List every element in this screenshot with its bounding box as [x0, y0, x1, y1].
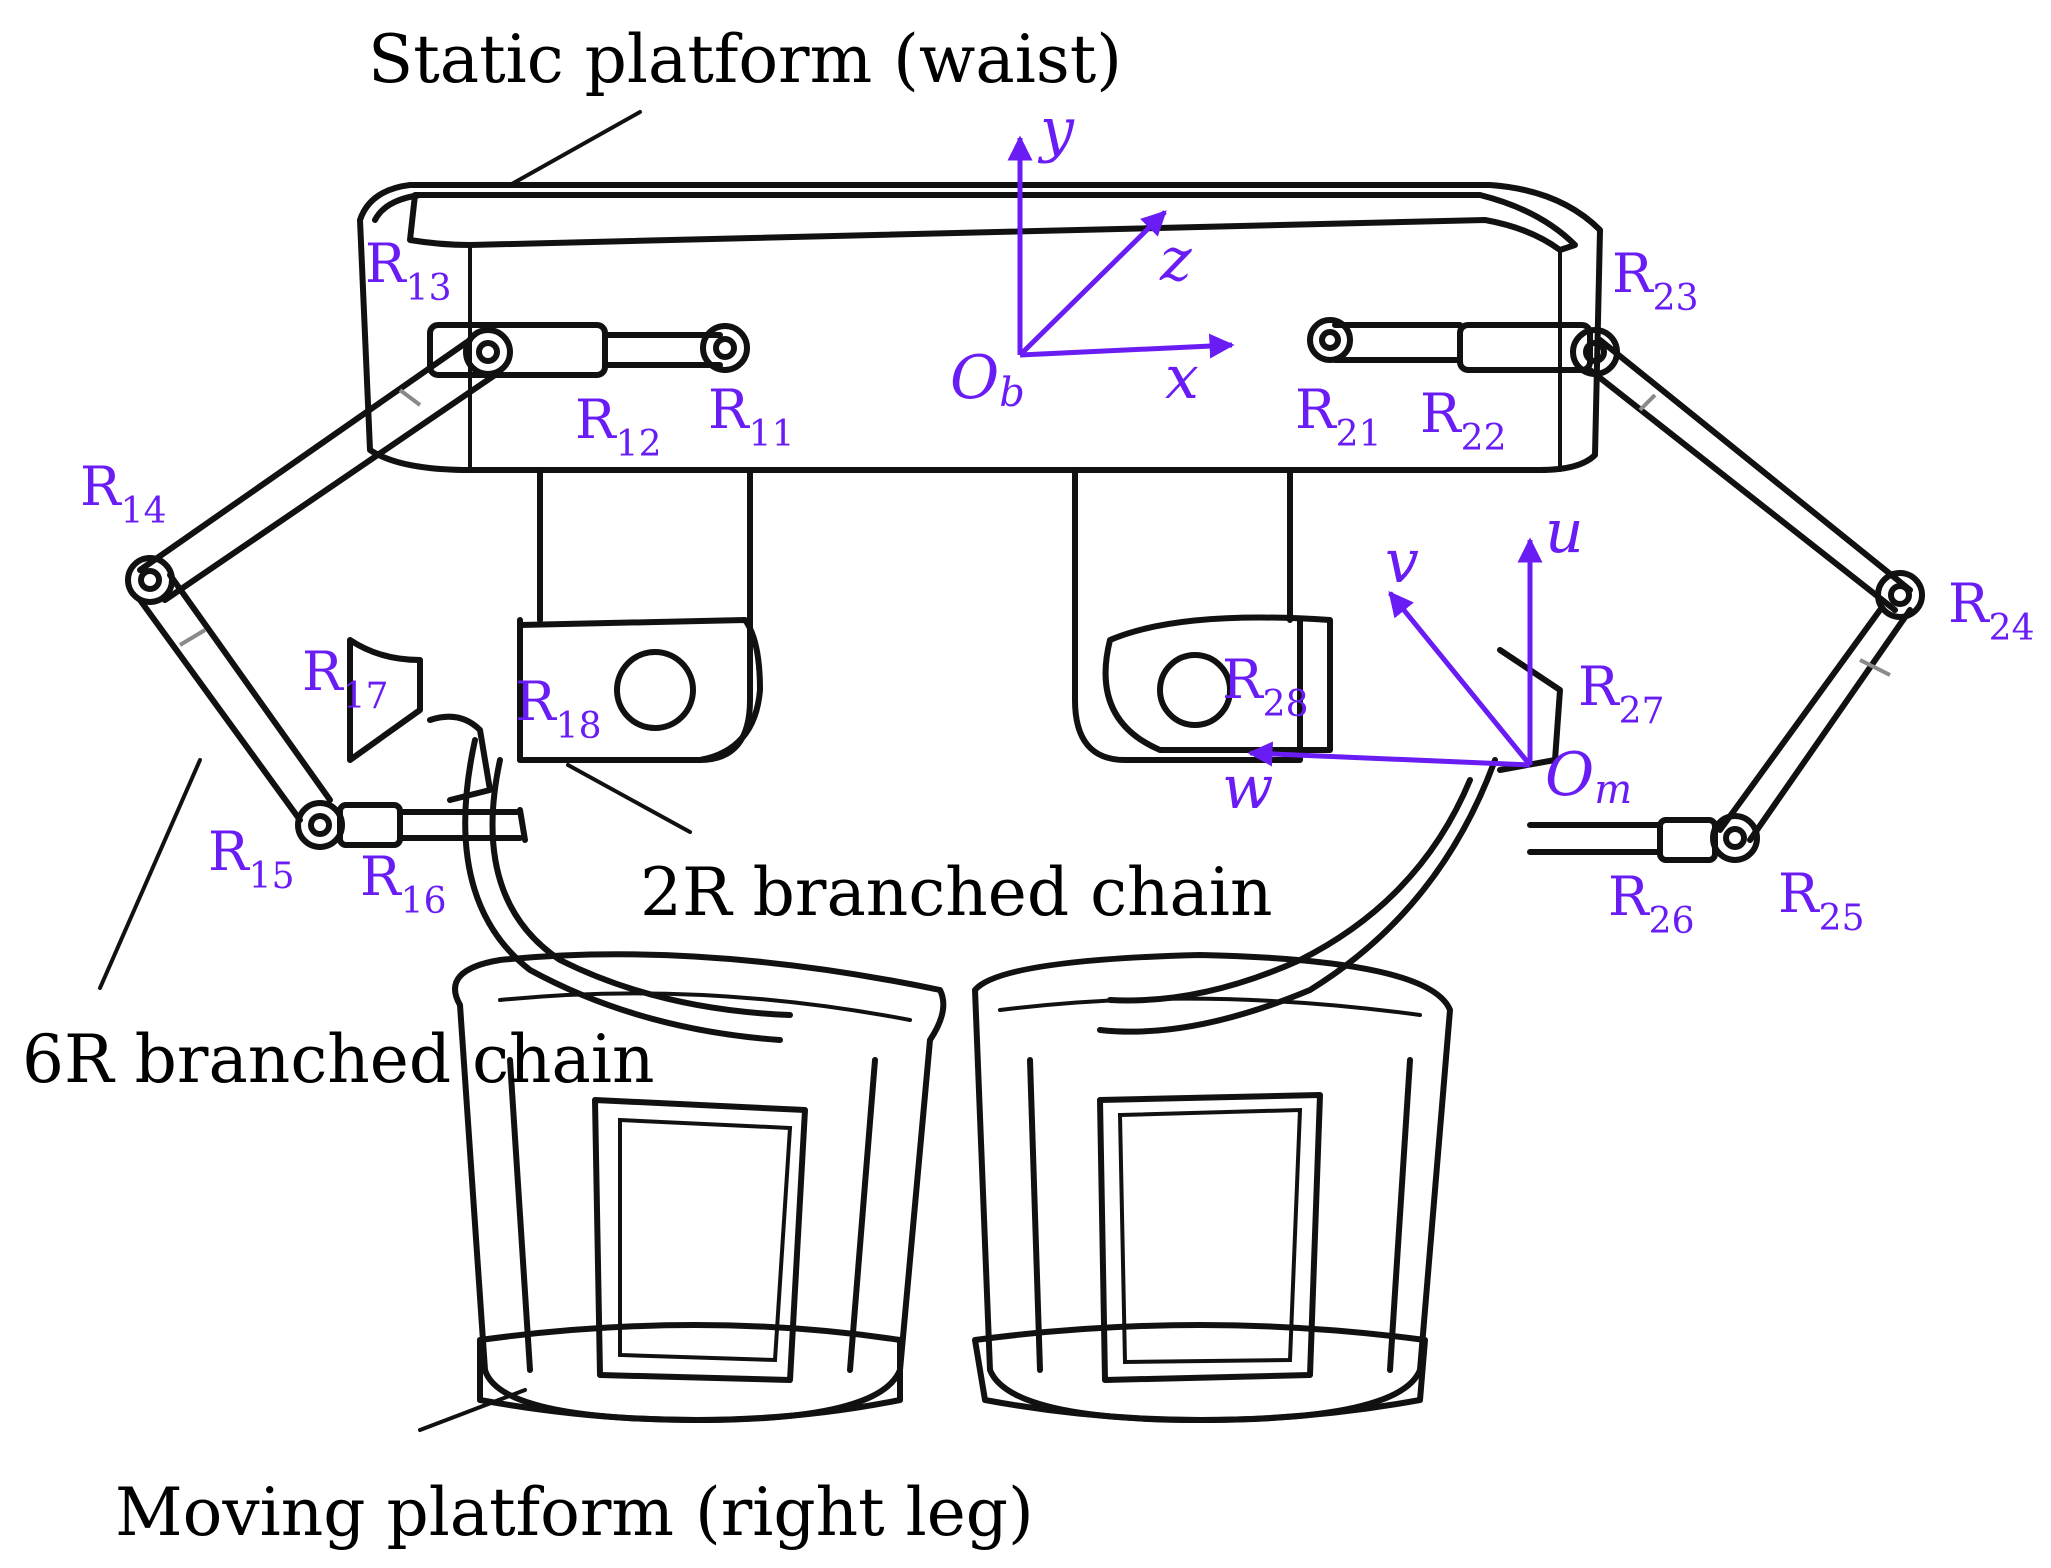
- left-thigh-pad: [517, 617, 763, 763]
- w-axis-arrow: [1247, 741, 1531, 768]
- base-frame: [1007, 135, 1235, 359]
- axis-label-u: u: [1545, 497, 1584, 567]
- joint-label-r18: R18: [515, 670, 601, 747]
- joint-label-r26: R26: [1608, 865, 1694, 942]
- leader-6r-chain: [98, 758, 202, 990]
- z-axis-arrow: [1018, 210, 1167, 357]
- chain-2r-label: 2R branched chain: [640, 854, 1273, 931]
- joint-label-r17: R17: [302, 640, 388, 717]
- v-axis-arrow: [1388, 591, 1532, 767]
- axis-label-y: y: [1037, 95, 1075, 165]
- left-6r-chain-drawing: [125, 322, 793, 1043]
- leader-static-platform: [508, 110, 642, 187]
- joint-label-r11: R11: [708, 378, 794, 455]
- static-platform-drawing: [357, 182, 1603, 763]
- joint-label-r21: R21: [1295, 378, 1381, 455]
- origin-label-base: Ob: [950, 343, 1025, 416]
- chain-6r-label: 6R branched chain: [22, 1021, 655, 1098]
- joint-label-r24: R24: [1948, 572, 2034, 649]
- x-axis-arrow: [1019, 333, 1235, 359]
- joint-label-r13: R13: [365, 232, 451, 309]
- axis-label-v: v: [1385, 527, 1419, 597]
- joint-label-r22: R22: [1420, 382, 1506, 459]
- joint-label-r16: R16: [360, 845, 446, 922]
- joint-label-r25: R25: [1778, 862, 1864, 939]
- leader-moving-platform: [418, 1388, 527, 1432]
- joint-label-r28: R28: [1222, 648, 1308, 725]
- joint-label-r12: R12: [575, 388, 661, 465]
- axis-label-z: z: [1159, 225, 1192, 295]
- right-leg-cuff-drawing: [972, 952, 1453, 1423]
- leader-lines: [98, 110, 692, 1432]
- joint-label-r27: R27: [1578, 655, 1664, 732]
- joint-label-r14: R14: [80, 455, 166, 532]
- left-leg-cuff-drawing: [452, 951, 947, 1423]
- joint-label-r15: R15: [208, 820, 294, 897]
- static-platform-label: Static platform (waist): [368, 21, 1122, 98]
- axis-label-x: x: [1165, 343, 1199, 413]
- moving-platform-label: Moving platform (right leg): [115, 1474, 1034, 1551]
- leader-2r-chain: [566, 763, 692, 834]
- moving-frame: [1247, 537, 1543, 768]
- axis-label-w: w: [1222, 753, 1273, 823]
- origin-label-moving: Om: [1545, 740, 1632, 813]
- joint-label-r23: R23: [1612, 242, 1698, 319]
